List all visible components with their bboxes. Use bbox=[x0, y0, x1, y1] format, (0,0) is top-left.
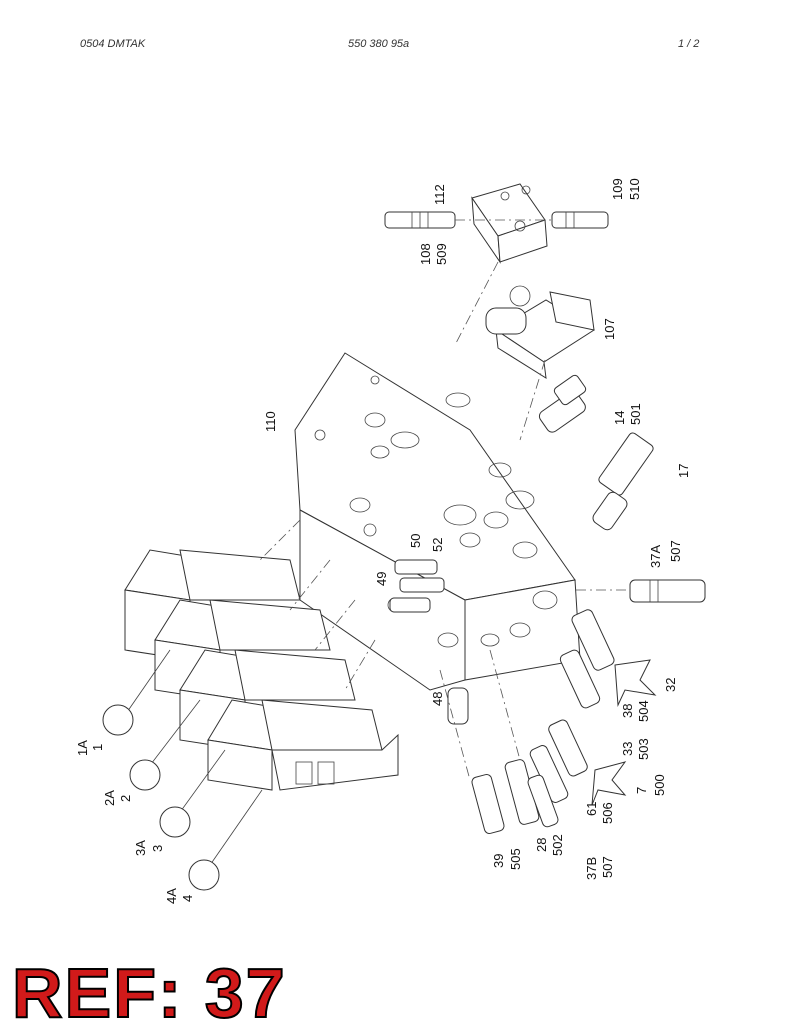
cartridge-109 bbox=[551, 211, 609, 229]
callout-4: 4 bbox=[180, 895, 195, 902]
callout-505: 505 bbox=[508, 848, 523, 870]
relief-valves-49-50-52 bbox=[389, 559, 445, 613]
callout-2: 2 bbox=[118, 795, 133, 802]
lever-handles bbox=[102, 649, 263, 891]
callout-17: 17 bbox=[676, 464, 691, 478]
callout-37A: 37A bbox=[648, 545, 663, 568]
callout-labels: 112 109 510 108 509 107 110 14 501 17 50… bbox=[75, 178, 691, 904]
callout-504: 504 bbox=[636, 700, 651, 722]
callout-50: 50 bbox=[408, 534, 423, 548]
callout-108: 108 bbox=[418, 243, 433, 265]
callout-112: 112 bbox=[432, 184, 447, 205]
manifold-block-112 bbox=[471, 183, 548, 264]
callout-33: 33 bbox=[620, 742, 635, 756]
callout-48: 48 bbox=[430, 692, 445, 706]
callout-506: 506 bbox=[600, 802, 615, 824]
lower-cartridge-group bbox=[447, 609, 657, 834]
callout-501: 501 bbox=[628, 403, 643, 425]
callout-32: 32 bbox=[663, 678, 678, 692]
callout-509: 509 bbox=[434, 243, 449, 265]
solenoid-valve-107 bbox=[485, 285, 595, 379]
header-doc-code: 0504 DMTAK bbox=[80, 38, 146, 50]
callout-110: 110 bbox=[263, 411, 278, 432]
main-valve-body-110 bbox=[294, 352, 581, 691]
callout-7: 7 bbox=[634, 787, 649, 794]
callout-38: 38 bbox=[620, 704, 635, 718]
callout-49: 49 bbox=[374, 572, 389, 586]
callout-507-upper: 507 bbox=[668, 540, 683, 562]
callout-4A: 4A bbox=[164, 888, 179, 904]
callout-3: 3 bbox=[150, 845, 165, 852]
callout-3A: 3A bbox=[133, 840, 148, 856]
callout-109: 109 bbox=[610, 178, 625, 200]
callout-510: 510 bbox=[627, 178, 642, 200]
callout-502: 502 bbox=[550, 834, 565, 856]
assembly-center-lines bbox=[259, 219, 630, 781]
callout-61: 61 bbox=[584, 802, 599, 816]
callout-107: 107 bbox=[602, 318, 617, 340]
valve-17 bbox=[592, 432, 654, 531]
header-part-number: 550 380 95a bbox=[348, 38, 410, 50]
cartridge-108 bbox=[384, 211, 456, 229]
callout-500: 500 bbox=[652, 774, 667, 796]
callout-2A: 2A bbox=[102, 790, 117, 806]
callout-1A: 1A bbox=[75, 740, 90, 756]
callout-39: 39 bbox=[491, 854, 506, 868]
adapter-14 bbox=[538, 374, 587, 433]
callout-507-lower: 507 bbox=[600, 856, 615, 878]
reference-stamp: REF: 37 bbox=[11, 954, 287, 1032]
callout-14: 14 bbox=[612, 411, 627, 425]
callout-28: 28 bbox=[534, 838, 549, 852]
header-page-number: 1 / 2 bbox=[678, 38, 700, 50]
callout-37B: 37B bbox=[584, 857, 599, 880]
callout-52: 52 bbox=[430, 538, 445, 552]
callout-503: 503 bbox=[636, 738, 651, 760]
callout-1: 1 bbox=[90, 744, 105, 751]
cartridge-37A bbox=[629, 579, 706, 603]
